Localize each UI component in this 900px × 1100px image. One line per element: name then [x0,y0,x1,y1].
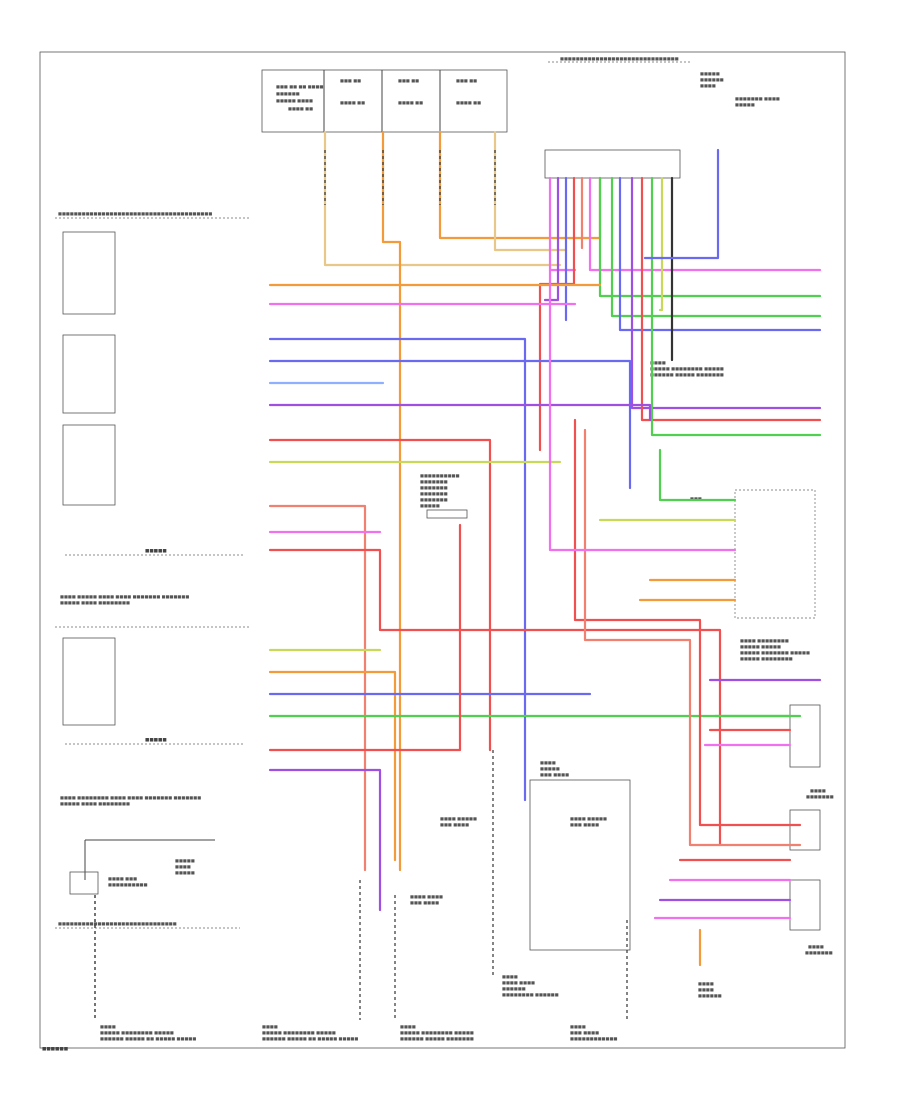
svg-text:■■■■ ■■: ■■■■ ■■ [456,100,481,105]
svg-text:■■■■: ■■■■ [698,987,714,992]
rear-lamp-boxes: ■■■■ ■■■■■■■ ■■■■ ■■■■■■■ [789,704,834,955]
svg-text:■■■■■■ ■■■■■ ■■ ■■■■■ ■■■■■: ■■■■■■ ■■■■■ ■■ ■■■■■ ■■■■■ [100,1036,196,1041]
svg-text:■■■■■■■: ■■■■■■■ [420,485,448,490]
svg-text:■■■■ ■■■■■: ■■■■ ■■■■■ [440,816,477,821]
svg-text:■■■■ ■■■■: ■■■■ ■■■■ [410,894,443,899]
svg-text:■■■■: ■■■■ [175,864,191,869]
svg-text:■■■ ■■ ■■ ■■■■: ■■■ ■■ ■■ ■■■■ [276,84,324,89]
center-module: ■■■■■■■■■■ ■■■■■■■ ■■■■■■■ ■■■■■■■ ■■■■■… [420,473,468,519]
svg-text:■■■■: ■■■■ [650,360,666,365]
svg-text:■■■■■■: ■■■■■■ [502,986,526,991]
relay-group-upper: ■■■■■■■■■■■■■■■■■■■■■■■■■■■■■■■■■■■■■■■ … [55,211,250,556]
svg-text:■■■ ■■■■: ■■■ ■■■■ [570,822,599,827]
svg-text:■■■■: ■■■■ [698,981,714,986]
fuse-block: ■■■ ■■ ■■ ■■■■ ■■■■■■ ■■■■■ ■■■■ ■■■■ ■■… [261,69,508,133]
svg-text:■■■■■■■: ■■■■■■■ [420,497,448,502]
svg-text:■■■■■■■■■■■■■■■■■■■■■■■■■■■■■■: ■■■■■■■■■■■■■■■■■■■■■■■■■■■■■■ [58,921,177,926]
center-lamp-boxes: ■■■■ ■■■■■ ■■■ ■■■■ ■■■■ ■■■■■ ■■■ ■■■■ … [410,760,631,951]
svg-text:■■■■■: ■■■■■ [175,858,195,863]
svg-text:■■■ ■■■■: ■■■ ■■■■ [540,772,569,777]
svg-text:■■■ ■■■■: ■■■ ■■■■ [570,1030,599,1035]
svg-text:■■■■■ ■■■■ ■■■■■■■■: ■■■■■ ■■■■ ■■■■■■■■ [60,801,130,806]
svg-text:■■■■■■■ ■■■■: ■■■■■■■ ■■■■ [735,96,780,101]
svg-text:■■■■■: ■■■■■ [145,738,167,743]
svg-text:■■■■■■■■■■■■: ■■■■■■■■■■■■ [570,1036,618,1041]
svg-text:■■■■■ ■■■■■: ■■■■■ ■■■■■ [740,644,781,649]
wire-harness [94,130,822,1020]
svg-text:■■■ ■■■■: ■■■ ■■■■ [440,822,469,827]
svg-text:■■■■■■■: ■■■■■■■ [420,479,448,484]
svg-text:■■■■■■ ■■■■■ ■■ ■■■■■ ■■■■■: ■■■■■■ ■■■■■ ■■ ■■■■■ ■■■■■ [262,1036,358,1041]
svg-text:■■■■: ■■■■ [502,974,518,979]
svg-text:■■■■■ ■■■■: ■■■■■ ■■■■ [276,98,313,103]
right-switch-box: ■■■ ■■■■ ■■■■■■■■ ■■■■■ ■■■■■ ■■■■■ ■■■■… [690,489,816,661]
svg-text:■■■■ ■■: ■■■■ ■■ [340,100,365,105]
svg-text:■■■■■ ■■■■■■■■ ■■■■■: ■■■■■ ■■■■■■■■ ■■■■■ [100,1030,174,1035]
svg-text:■■■■ ■■■■: ■■■■ ■■■■ [502,980,535,985]
ground-labels: ■■■■ ■■■■■ ■■■■■■■■ ■■■■■ ■■■■■■ ■■■■■ ■… [42,360,724,1052]
svg-text:■■■■ ■■■■■■■■: ■■■■ ■■■■■■■■ [740,638,789,643]
svg-text:■■■■: ■■■■ [540,760,556,765]
svg-text:■■■■■ ■■■■■■■■ ■■■■■: ■■■■■ ■■■■■■■■ ■■■■■ [262,1030,336,1035]
svg-text:■■■■■■: ■■■■■■ [42,1047,68,1052]
svg-text:■■■■■: ■■■■■ [540,766,560,771]
svg-text:■■■■■: ■■■■■ [420,503,440,508]
svg-text:■■■■■ ■■■■ ■■■■■■■■: ■■■■■ ■■■■ ■■■■■■■■ [60,600,130,605]
svg-text:■■■■■■ ■■■■■ ■■■■■■■: ■■■■■■ ■■■■■ ■■■■■■■ [400,1036,474,1041]
svg-text:■■■■■: ■■■■■ [145,549,167,554]
svg-text:■■■■■■: ■■■■■■ [698,993,722,998]
svg-text:■■■■■■■■■■: ■■■■■■■■■■ [420,473,460,478]
svg-text:■■■■■: ■■■■■ [735,102,755,107]
diagram-frame [39,51,846,1049]
svg-text:■■■ ■■: ■■■ ■■ [340,78,361,83]
svg-text:■■■■ ■■: ■■■■ ■■ [398,100,423,105]
svg-text:■■■■: ■■■■ [810,788,826,793]
svg-text:■■■■: ■■■■ [100,1024,116,1029]
instrument-connector: ■■■■■■■■■■■■■■■■■■■■■■■■■■■■■■ ■■■■■ ■■■… [544,56,780,179]
relay-group-lower: ■■■■ ■■■■■ ■■■■ ■■■■ ■■■■■■■ ■■■■■■■ ■■■… [55,594,250,806]
svg-text:■■■■■■: ■■■■■■ [700,77,724,82]
svg-text:■■■■■: ■■■■■ [700,71,720,76]
svg-text:■■■ ■■■■: ■■■ ■■■■ [410,900,439,905]
svg-text:■■■■■: ■■■■■ [175,870,195,875]
svg-text:■■■■: ■■■■ [262,1024,278,1029]
svg-text:■■■■■ ■■■■■■■■ ■■■■■: ■■■■■ ■■■■■■■■ ■■■■■ [400,1030,474,1035]
svg-text:■■■■■■■■■■: ■■■■■■■■■■ [108,882,148,887]
svg-text:■■■■ ■■■■■■■■ ■■■■ ■■■■ ■■■■■■: ■■■■ ■■■■■■■■ ■■■■ ■■■■ ■■■■■■■ ■■■■■■■ [60,795,201,800]
svg-text:■■■■ ■■■: ■■■■ ■■■ [108,876,137,881]
svg-text:■■■■■ ■■■■■■■■: ■■■■■ ■■■■■■■■ [740,656,793,661]
svg-text:■■■ ■■: ■■■ ■■ [456,78,477,83]
svg-text:■■■■ ■■: ■■■■ ■■ [288,106,313,111]
svg-text:■■■ ■■: ■■■ ■■ [398,78,419,83]
ground-switch: ■■■■ ■■■ ■■■■■■■■■■ ■■■■■ ■■■■ ■■■■■ ■■■… [55,839,240,1020]
svg-text:■■■: ■■■ [690,496,702,501]
svg-text:■■■■■■■: ■■■■■■■ [420,491,448,496]
svg-text:■■■■■■■: ■■■■■■■ [806,794,834,799]
svg-text:■■■■: ■■■■ [808,944,824,949]
svg-text:■■■■■■■■■■■■■■■■■■■■■■■■■■■■■■: ■■■■■■■■■■■■■■■■■■■■■■■■■■■■■■■■■■■■■■■ [58,211,212,216]
svg-text:■■■■ ■■■■■: ■■■■ ■■■■■ [570,816,607,821]
svg-text:■■■■■■ ■■■■■ ■■■■■■■: ■■■■■■ ■■■■■ ■■■■■■■ [650,372,724,377]
svg-text:■■■■■■■■ ■■■■■■: ■■■■■■■■ ■■■■■■ [502,992,559,997]
svg-text:■■■■: ■■■■ [400,1024,416,1029]
svg-text:■■■■■ ■■■■■■■ ■■■■■: ■■■■■ ■■■■■■■ ■■■■■ [740,650,810,655]
svg-text:■■■■: ■■■■ [570,1024,586,1029]
svg-text:■■■■■■: ■■■■■■ [276,91,300,96]
svg-text:■■■■ ■■■■■ ■■■■ ■■■■ ■■■■■■■ ■: ■■■■ ■■■■■ ■■■■ ■■■■ ■■■■■■■ ■■■■■■■ [60,594,189,599]
svg-text:■■■■■■■: ■■■■■■■ [805,950,833,955]
svg-text:■■■■■ ■■■■■■■■ ■■■■■: ■■■■■ ■■■■■■■■ ■■■■■ [650,366,724,371]
svg-text:■■■■: ■■■■ [700,83,716,88]
svg-text:■■■■■■■■■■■■■■■■■■■■■■■■■■■■■■: ■■■■■■■■■■■■■■■■■■■■■■■■■■■■■■ [560,56,679,61]
